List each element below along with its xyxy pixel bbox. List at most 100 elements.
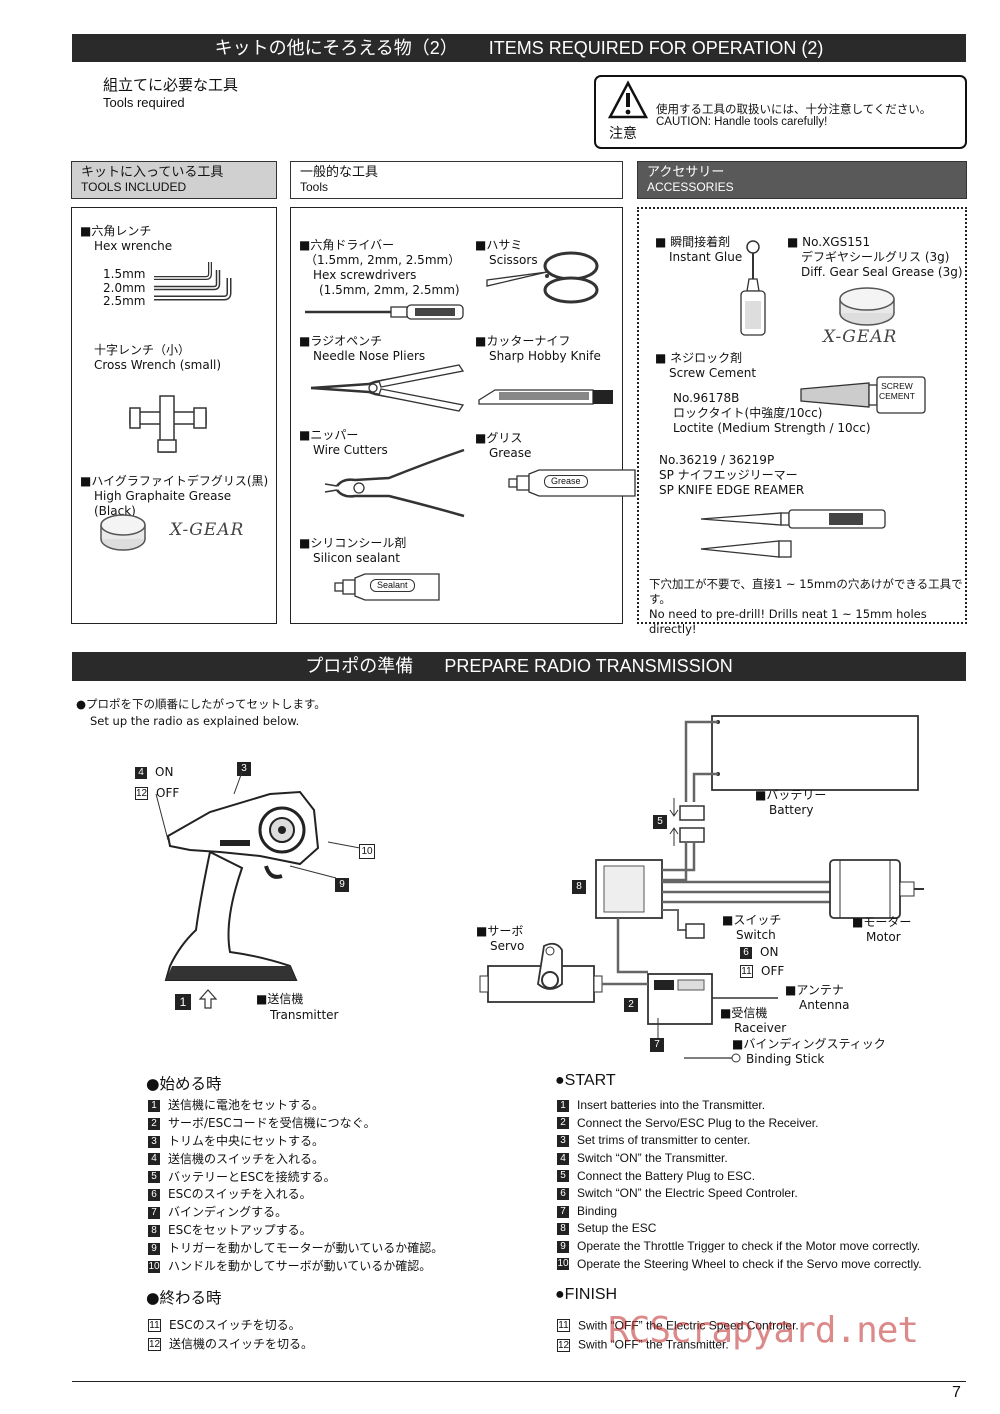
screw-cement-tag: SCREW CEMENT: [879, 381, 915, 401]
banner-en: ITEMS REQUIRED FOR OPERATION (2): [488, 38, 824, 58]
reamer-note: 下穴加工が不要で、直接1 ~ 15mmの穴あけができる工具です。 No need…: [649, 577, 963, 636]
wire-cutters-icon: [324, 448, 465, 518]
cutters-label: ■ニッパー Wire Cutters: [299, 428, 388, 457]
caution-box: 注意 使用する工具の取扱いには、十分注意してください。 CAUTION: Han…: [594, 75, 967, 149]
knife-label: ■カッターナイフ Sharp Hobby Knife: [475, 334, 601, 363]
radio-banner-jp: プロポの準備: [305, 656, 414, 676]
tx-marker-10: 10: [359, 841, 383, 860]
header-tools: 一般的な工具 Tools: [290, 161, 623, 199]
antenna-label: ■アンテナ Antenna: [785, 983, 850, 1012]
reamer-label: No.36219 / 36219P SP ナイフエッジリーマー SP KNIFE…: [659, 453, 805, 497]
start-en-title: ●START: [555, 1072, 616, 1089]
screwdriver-icon: [305, 304, 464, 320]
grease-label: ■グリス Grease: [475, 431, 532, 460]
transmitter-icon: [155, 771, 361, 981]
tx-marker-3: 3: [237, 758, 259, 777]
grease-tube-text: Grease: [544, 475, 588, 488]
reamer-blade-icon: [700, 540, 792, 558]
grease-jar-icon: [100, 514, 146, 551]
switch-label: ■スイッチ Switch: [722, 913, 782, 942]
warning-icon: [607, 80, 649, 119]
binding-marker-7: 7: [650, 1034, 672, 1053]
hex-driver-label: ■六角ドライバー （1.5mm, 2mm, 2.5mm） Hex screwdr…: [299, 238, 461, 297]
hobby-knife-icon: [478, 389, 613, 405]
caution-label: 注意: [609, 126, 637, 142]
receiver-label: ■受信機 Raceiver: [720, 1006, 787, 1035]
sealant-tube-icon: [334, 573, 440, 601]
banner-jp: キットの他にそろえる物（2）: [214, 38, 458, 58]
binding-stick-label: ■バインディングスティック Binding Stick: [732, 1037, 886, 1066]
tools-required-heading: 組立てに必要な工具 Tools required: [103, 76, 239, 110]
battery-label: ■バッテリー Battery: [755, 788, 827, 817]
loctite-label: No.96178B ロックタイト(中強度/10cc) Loctite (Medi…: [673, 391, 871, 435]
wiring-marker-8: 8: [572, 876, 594, 895]
scissors-label: ■ハサミ Scissors: [475, 238, 538, 267]
watermark: RCScrapyard.net: [608, 1310, 919, 1351]
cross-wrench-icon: [129, 395, 207, 453]
motor-label: ■モーター Motor: [852, 915, 912, 944]
arrow-up-icon: [198, 989, 218, 1009]
tx-marker-9: 9: [335, 874, 357, 893]
start-jp-title: ●始める時: [146, 1075, 222, 1093]
caution-jp: 使用する工具の取扱いには、十分注意してください。: [656, 102, 932, 116]
wiring-diagram: [479, 715, 924, 1063]
sealant-tube-text: Sealant: [370, 579, 415, 592]
finish-jp-title: ●終わる時: [146, 1289, 222, 1307]
section-banner-radio: プロポの準備 PREPARE RADIO TRANSMISSION: [72, 652, 966, 681]
receiver-marker-2: 2: [624, 994, 646, 1013]
instant-glue-label: ■ 瞬間接着剤 Instant Glue: [655, 235, 743, 264]
xgear-logo-2: X-GEAR: [823, 327, 898, 347]
glue-bottle-icon: [740, 240, 766, 336]
cross-wrench-label: 十字レンチ（小） Cross Wrench (small): [94, 343, 222, 372]
radio-banner-en: PREPARE RADIO TRANSMISSION: [444, 656, 733, 676]
panel-accessories: ■ 瞬間接着剤 Instant Glue ■ No.XGS151 デフギヤシール…: [637, 207, 967, 636]
seal-grease-jar-icon: [839, 287, 895, 326]
scissors-icon: [486, 251, 599, 304]
wiring-marker-5: 5: [653, 811, 675, 830]
pliers-label: ■ラジオペンチ Needle Nose Pliers: [299, 334, 426, 363]
caution-en: CAUTION: Handle tools carefully!: [656, 116, 828, 128]
screw-cement-icon: [800, 376, 926, 414]
footer-rule: [72, 1381, 966, 1382]
sealant-label: ■シリコンシール剤 Silicon sealant: [299, 536, 407, 565]
xgear-logo: X-GEAR: [170, 520, 245, 540]
radio-intro: ●プロポを下の順番にしたがってセットします。 Set up the radio …: [76, 697, 326, 728]
screw-cement-label: ■ ネジロック剤 Screw Cement: [655, 351, 757, 380]
hex-wrench-label: ■六角レンチ Hex wrenche: [80, 224, 173, 253]
page-number: 7: [952, 1384, 961, 1401]
hex-wrench-icon: [154, 262, 232, 301]
hex-sizes: 1.5mm 2.0mm 2.5mm: [103, 267, 146, 308]
xgs151-label: ■ No.XGS151 デフギヤシールグリス (3g) Diff. Gear S…: [787, 235, 963, 279]
reamer-icon: [700, 509, 886, 529]
servo-label: ■サーボ Servo: [476, 924, 525, 953]
